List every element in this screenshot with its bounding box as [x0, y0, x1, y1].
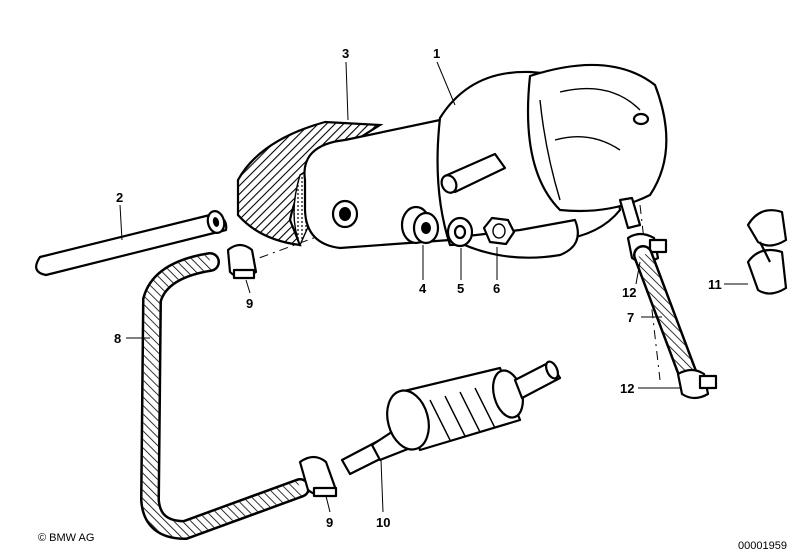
callout-5: 5 — [457, 281, 464, 296]
callout-11: 11 — [708, 277, 722, 292]
part-6-nut — [482, 216, 516, 246]
callout-7: 7 — [627, 310, 634, 325]
callout-6: 6 — [493, 281, 500, 296]
callout-8: 8 — [114, 331, 121, 346]
callout-3: 3 — [342, 46, 349, 61]
document-number: 00001959 — [738, 540, 787, 552]
callout-labels: 1 2 3 4 5 6 7 8 9 9 10 11 12 12 — [114, 46, 722, 530]
part-2-straight-hose — [35, 210, 228, 277]
callout-2: 2 — [116, 190, 123, 205]
leader-lines — [119, 61, 748, 513]
callout-9-lower: 9 — [326, 515, 333, 530]
part-9-hose-clamp-upper — [226, 243, 258, 280]
part-7-short-hose — [633, 245, 700, 390]
callout-10: 10 — [376, 515, 390, 530]
callout-12-upper: 12 — [622, 285, 636, 300]
callout-9-upper: 9 — [246, 296, 253, 311]
part-4-grommet — [400, 205, 440, 245]
callout-12-lower: 12 — [620, 381, 634, 396]
part-9-hose-clamp-lower — [298, 455, 338, 498]
part-12-clamp-lower — [676, 368, 718, 400]
copyright-notice: © BMW AG — [38, 532, 95, 544]
part-11-hose-clip — [746, 209, 788, 295]
part-1-fuel-pump — [303, 63, 668, 259]
callout-1: 1 — [433, 46, 440, 61]
part-8-curved-hose — [139, 252, 310, 541]
callout-4: 4 — [419, 281, 427, 296]
part-10-fuel-filter — [340, 360, 562, 476]
part-5-washer — [446, 216, 474, 248]
